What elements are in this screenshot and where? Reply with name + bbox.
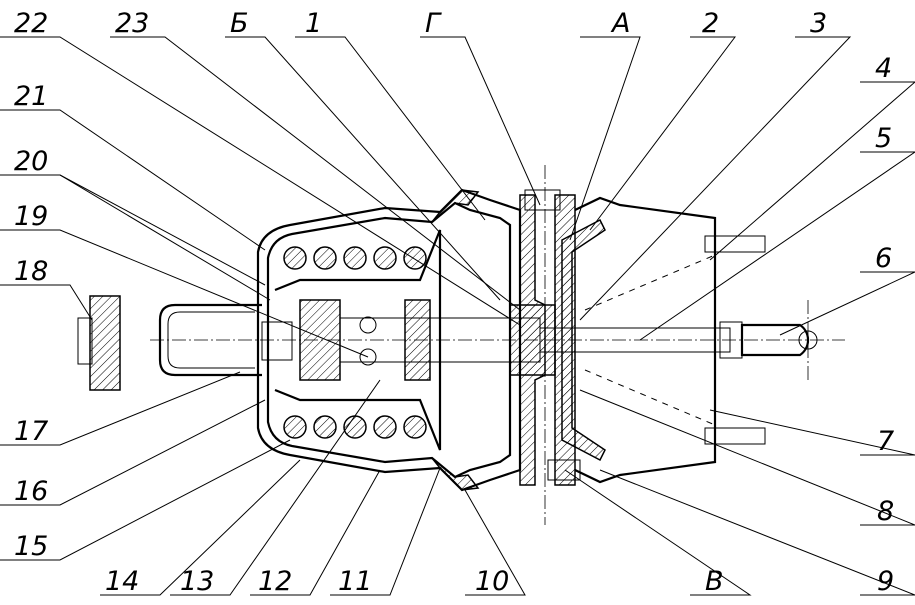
label-11: 11 [338,566,372,597]
label-7: 7 [877,426,894,457]
label-6: 6 [875,243,892,274]
nut [261,321,293,361]
piston [274,229,442,451]
mounting-studs [704,235,766,445]
label-1: 1 [305,8,322,39]
label-3: 3 [810,8,827,39]
label-g: Г [425,8,442,39]
power-spring-coils [283,246,427,439]
label-20: 20 [14,146,48,177]
seal [404,299,431,381]
ball [359,316,377,334]
clevis-hole [798,330,818,350]
label-12: 12 [258,566,292,597]
label-v: В [705,566,724,597]
label-4: 4 [875,53,892,84]
label-18: 18 [14,256,48,287]
label-17: 17 [14,416,48,447]
label-b: Б [230,8,249,39]
service-chamber-housing [574,196,717,484]
label-23: 23 [115,8,149,39]
leader-lines [0,36,915,596]
diaphragm [561,218,606,462]
label-10: 10 [475,566,509,597]
label-9: 9 [877,566,894,597]
part-18-cap [77,295,121,391]
label-15: 15 [14,531,48,562]
label-2: 2 [702,8,719,39]
label-16: 16 [14,476,48,507]
label-14: 14 [105,566,139,597]
label-22: 22 [14,8,48,39]
release-handle [158,303,262,377]
label-a: А [610,8,630,39]
clevis-eye [740,323,810,357]
label-19: 19 [14,201,48,232]
label-21: 21 [14,81,48,112]
piston-hub [299,299,341,381]
label-8: 8 [877,496,894,527]
label-13: 13 [180,566,214,597]
label-5: 5 [875,123,892,154]
ball-2 [359,348,377,366]
